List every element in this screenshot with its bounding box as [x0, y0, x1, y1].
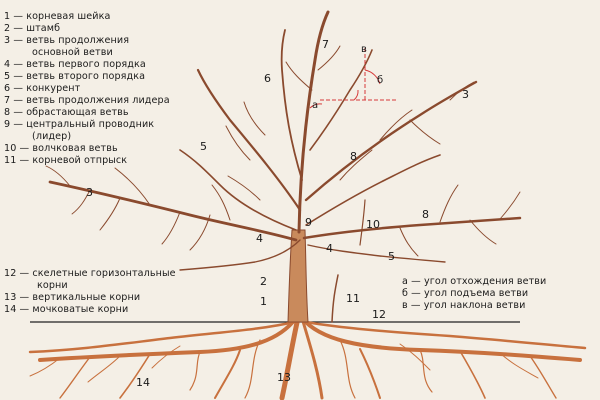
legend-item: 12 — скелетные горизонталь­ные [4, 268, 176, 279]
legend-item: 9 — центральный проводник [4, 119, 155, 130]
roots [28, 274, 587, 400]
label-3-right: 3 [462, 88, 469, 101]
label-4-right: 4 [326, 242, 333, 255]
legend-item: б — угол подъема ветви [402, 288, 529, 299]
label-8-right: 8 [422, 208, 429, 221]
legend-item: а — угол отхождения ветви [402, 276, 547, 287]
legend-item: 4 — ветвь первого порядка [4, 59, 146, 70]
trunk [287, 229, 309, 323]
label-9: 9 [305, 216, 312, 229]
angle-lines [309, 48, 398, 109]
legend-item: 2 — штамб [4, 23, 61, 34]
legend-angles: а — угол отхождения ветви б — угол подъе… [402, 276, 546, 312]
label-11: 11 [346, 292, 360, 305]
label-angle-a: а [312, 100, 319, 111]
legend-item: 8 — обрастающая ветвь [4, 107, 129, 118]
legend-item: 14 — мочковатые корни [4, 304, 129, 315]
legend-item: 11 — корневой отпрыск [4, 155, 128, 166]
label-4-left: 4 [256, 232, 263, 245]
legend-item: (лидер) [32, 131, 72, 142]
label-angle-v: в [361, 44, 367, 55]
label-5-left: 5 [200, 140, 207, 153]
legend-item: в — угол наклона ветви [402, 300, 526, 311]
legend-item: 5 — ветвь второго порядка [4, 71, 146, 82]
label-5-right: 5 [388, 250, 395, 263]
label-3-left: 3 [86, 186, 93, 199]
label-angle-b: б [377, 75, 384, 86]
legend-tree-parts: 1 — корневая шейка 2 — штамб 3 — ветвь п… [4, 11, 170, 167]
label-10: 10 [366, 218, 380, 231]
legend-item: 10 — волчковая ветвь [4, 143, 118, 154]
legend-item: 3 — ветвь продолжения [4, 35, 130, 46]
label-13: 13 [277, 371, 291, 384]
legend-item: основной ветви [32, 47, 113, 58]
label-1: 1 [260, 295, 267, 308]
legend-item: 7 — ветвь продолжения лидера [4, 95, 170, 106]
label-6: 6 [264, 72, 271, 85]
branches [45, 10, 522, 271]
legend-item: 1 — корневая шейка [4, 11, 111, 22]
label-12: 12 [372, 308, 386, 321]
legend-roots: 12 — скелетные горизонталь­ные корни 13 … [4, 268, 176, 316]
legend-item: корни [37, 280, 68, 291]
legend-item: 6 — конкурент [4, 83, 81, 94]
legend-item: 13 — вертикальные корни [4, 292, 141, 303]
label-8-mid: 8 [350, 150, 357, 163]
label-14: 14 [136, 376, 150, 389]
label-2: 2 [260, 275, 267, 288]
label-7: 7 [322, 38, 329, 51]
